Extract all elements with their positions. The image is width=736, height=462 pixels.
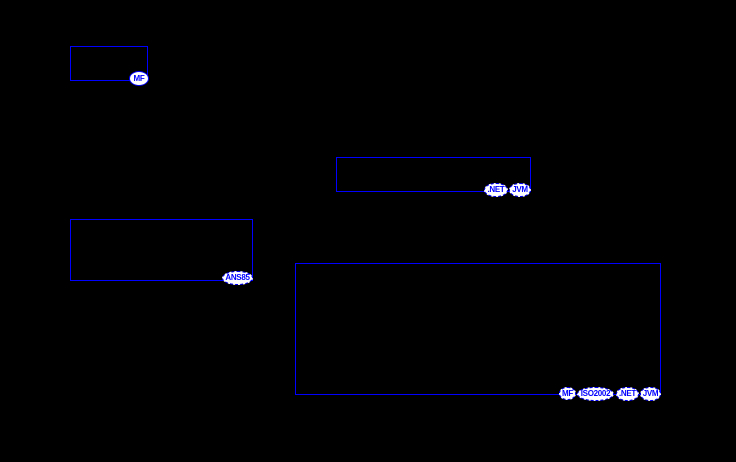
dialect-badge-mf: MF: [129, 71, 149, 86]
dialect-badge-ans85: ANS85: [222, 271, 253, 285]
dialect-badge-iso2002: ISO2002: [577, 387, 614, 401]
diagram-box-3: [70, 219, 253, 281]
diagram-box-4: [295, 263, 661, 395]
diagram-box-1: [70, 46, 148, 81]
dialect-badge-dotnet: .NET: [484, 183, 508, 197]
dialect-badge-jvm: JVM: [509, 183, 531, 197]
dialect-badge-dotnet: .NET: [616, 387, 639, 401]
dialect-badge-jvm: JVM: [640, 387, 661, 401]
dialect-badge-mf: MF: [559, 387, 576, 400]
diagram-box-2: [336, 157, 531, 192]
